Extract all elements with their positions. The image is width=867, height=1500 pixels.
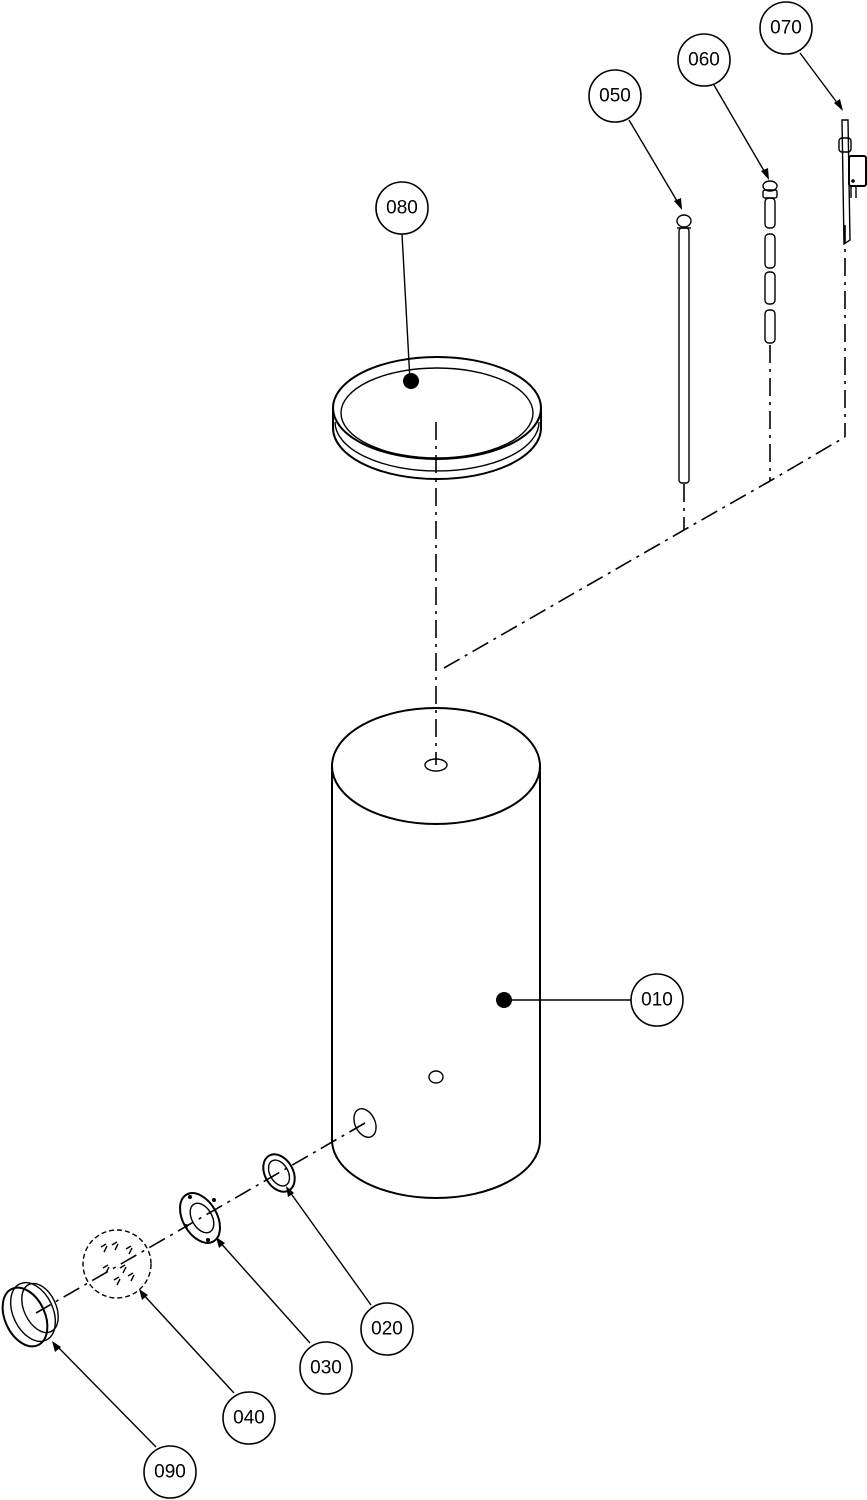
centerlines bbox=[35, 225, 846, 1314]
flange-plate bbox=[179, 1192, 221, 1244]
balloon-label: 010 bbox=[641, 990, 673, 1011]
balloon-020[interactable]: 020 bbox=[360, 1302, 414, 1356]
sensor-probe bbox=[838, 119, 867, 246]
balloon-label: 030 bbox=[310, 1358, 342, 1379]
balloon-label: 040 bbox=[233, 1408, 265, 1429]
balloon-030[interactable]: 030 bbox=[299, 1341, 353, 1395]
leader-050 bbox=[628, 119, 681, 207]
leader-dot-080 bbox=[403, 373, 419, 389]
bolt-set bbox=[82, 1229, 152, 1299]
balloon-010[interactable]: 010 bbox=[630, 973, 684, 1027]
leader-040 bbox=[140, 1291, 235, 1394]
balloon-label: 070 bbox=[770, 18, 802, 39]
arrow-090 bbox=[52, 1341, 61, 1352]
leader-090 bbox=[54, 1343, 157, 1448]
leader-060 bbox=[713, 84, 768, 177]
top-cover-lid bbox=[332, 356, 542, 480]
balloon-050[interactable]: 050 bbox=[588, 69, 642, 123]
balloon-090[interactable]: 090 bbox=[143, 1445, 197, 1499]
leader-030 bbox=[217, 1239, 311, 1344]
centerline-probes bbox=[443, 436, 846, 669]
centerline-side-port bbox=[35, 1122, 366, 1314]
balloon-080[interactable]: 080 bbox=[375, 181, 429, 235]
side-small-port bbox=[428, 1070, 444, 1084]
anode-rod bbox=[676, 214, 692, 484]
side-large-port bbox=[353, 1108, 377, 1138]
tank-cylinder bbox=[331, 707, 541, 1199]
balloon-070[interactable]: 070 bbox=[759, 1, 813, 55]
segmented-anode bbox=[762, 180, 778, 344]
balloon-label: 050 bbox=[599, 86, 631, 107]
leader-020 bbox=[286, 1187, 372, 1306]
balloon-label: 090 bbox=[154, 1462, 186, 1483]
balloon-label: 020 bbox=[371, 1319, 403, 1340]
balloon-060[interactable]: 060 bbox=[677, 33, 731, 87]
top-port bbox=[424, 758, 448, 772]
leader-080 bbox=[401, 233, 411, 382]
arrow-060 bbox=[761, 168, 769, 180]
arrow-050 bbox=[674, 198, 682, 210]
balloon-040[interactable]: 040 bbox=[222, 1391, 276, 1445]
leader-070 bbox=[799, 52, 842, 109]
balloon-label: 060 bbox=[688, 50, 720, 71]
arrow-070 bbox=[834, 99, 843, 111]
balloon-label: 080 bbox=[386, 198, 418, 219]
arrow-030 bbox=[216, 1237, 225, 1248]
leader-lines bbox=[52, 52, 843, 1448]
arrow-020 bbox=[286, 1186, 294, 1197]
leader-dot-010 bbox=[496, 992, 512, 1008]
end-cap bbox=[1, 1281, 59, 1348]
arrow-040 bbox=[139, 1289, 148, 1300]
